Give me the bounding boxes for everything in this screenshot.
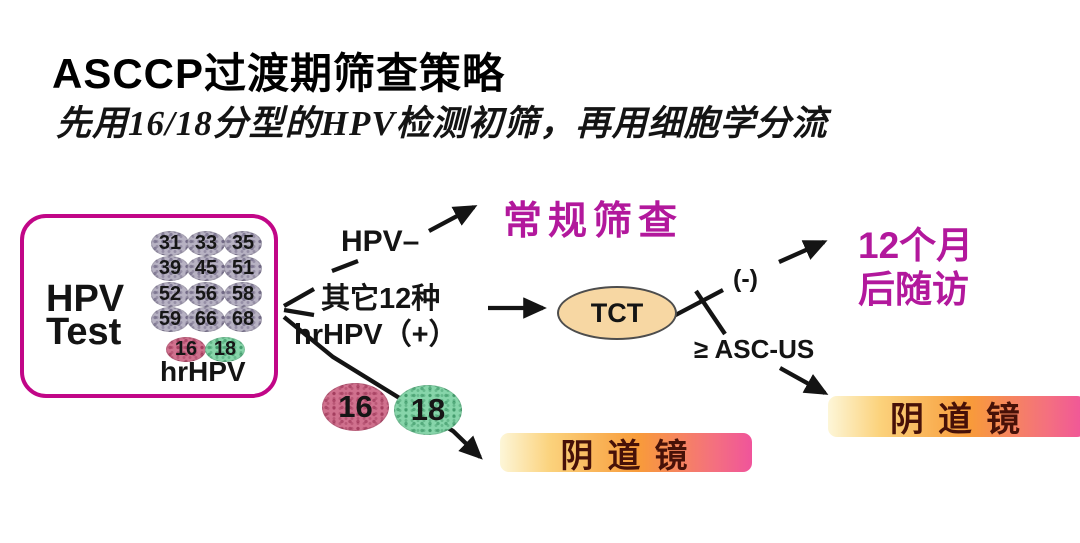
hpv-virus-blob-56: 56	[187, 282, 225, 307]
followup-label: 12个月 后随访	[858, 224, 973, 313]
hpv-virus-blob-31: 31	[151, 231, 189, 256]
followup-line2: 后随访	[858, 270, 969, 311]
hpv18-virus-blob: 18	[394, 385, 462, 435]
hpv-virus-blob-45: 45	[187, 256, 225, 281]
hpv-virus-blob-39: 39	[151, 256, 189, 281]
followup-line1: 12个月	[858, 224, 973, 269]
hpv-virus-blob-51: 51	[224, 256, 262, 281]
hpv-virus-blob-68: 68	[224, 307, 262, 332]
arrow-to-followup	[778, 240, 828, 264]
hrhpv-caption: hrHPV	[160, 356, 246, 387]
hpv-virus-blob-52: 52	[151, 282, 189, 307]
tct-ascus-branch-line	[694, 289, 727, 336]
followup-number: 12	[858, 225, 900, 266]
colposcopy-box-bottom: 阴道镜	[500, 433, 752, 475]
hpv-test-label-line2: Test	[46, 311, 122, 353]
other-hrhpv-label-line1: 其它12种	[321, 283, 441, 315]
arrow-to-colposcopy-right	[778, 366, 829, 395]
asc-us-label: ≥ ASC-US	[694, 334, 815, 364]
other-hrhpv-label-line2: hrHPV（+）	[294, 319, 458, 351]
branch-negative-segment-2	[331, 258, 359, 274]
hpv-virus-blob-18-small: 18	[205, 337, 245, 362]
tct-negative-branch-line	[666, 288, 725, 321]
branch-negative-segment-1	[282, 287, 316, 308]
followup-unit: 个月	[899, 226, 974, 267]
hpv-test-label-line1: HPV	[46, 278, 125, 320]
hpv-virus-blob-58: 58	[224, 282, 262, 307]
branch-other-segment	[283, 307, 315, 318]
hpv-virus-blob-16-small: 16	[166, 337, 206, 362]
colposcopy-box-right: 阴道镜	[828, 396, 1080, 439]
routine-screening-label: 常规筛查	[503, 200, 684, 243]
hpv-virus-blob-35: 35	[224, 231, 262, 256]
hpv-negative-label: HPV–	[341, 225, 420, 258]
hpv16-virus-blob: 16	[322, 383, 389, 431]
hpv-virus-blob-59: 59	[151, 307, 189, 332]
tct-negative-label: (-)	[733, 265, 758, 293]
page-title: ASCCP过渡期筛查策略	[52, 50, 506, 97]
hpv-test-label: HPV Test	[46, 278, 125, 353]
tct-node: TCT	[557, 286, 677, 340]
hpv-virus-blob-66: 66	[187, 307, 225, 332]
hpv-virus-blob-33: 33	[187, 231, 225, 256]
arrow-to-routine-screening	[427, 205, 478, 233]
arrow-to-colposcopy-bottom	[282, 315, 483, 460]
subtitle: 先用16/18分型的HPV检测初筛，再用细胞学分流	[56, 104, 828, 143]
